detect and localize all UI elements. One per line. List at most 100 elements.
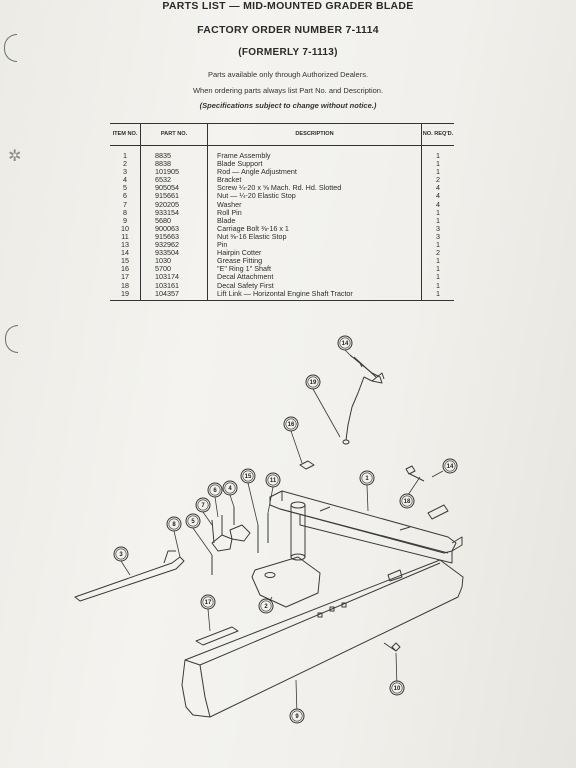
col-qty-header: NO. REQ'D. (421, 123, 454, 146)
part-no-cell: 932962 (140, 240, 208, 250)
part-no-cell: 900063 (140, 224, 208, 233)
description-cell: Pin (207, 240, 422, 250)
leader-lines (120, 349, 444, 717)
callout-bubble: 17 (200, 594, 216, 610)
callout-number: 6 (213, 488, 217, 494)
description-cell: Nut — ¼-20 Elastic Stop (207, 192, 422, 201)
callout-bubble: 4 (222, 480, 238, 496)
description-cell: Nut ⅜-16 Elastic Stop (207, 232, 422, 242)
callout-bubble: 10 (389, 680, 405, 696)
callout-number: 8 (172, 522, 176, 528)
qty-cell: 1 (421, 289, 454, 301)
part-no-cell: 103174 (140, 273, 208, 282)
callout-bubble: 3 (113, 546, 129, 562)
description-cell: Washer (207, 200, 422, 209)
callout-bubble: 6 (207, 482, 223, 498)
description-cell: Carriage Bolt ⅜-16 x 1 (207, 224, 422, 233)
qty-cell: 1 (436, 240, 440, 250)
callout-bubble: 18 (399, 493, 415, 509)
qty-cell: 4 (436, 183, 440, 193)
callout-number: 2 (264, 604, 268, 610)
callout-bubble: 14 (337, 335, 353, 351)
callout-bubble: 14 (442, 458, 458, 474)
factory-order: FACTORY ORDER NUMBER 7-1114 (197, 24, 379, 36)
description-cell: Lift Link — Horizontal Engine Shaft Trac… (207, 289, 422, 301)
item-no-cell: 4 (110, 176, 141, 185)
e-ring-part (299, 460, 315, 470)
qty-cell: 1 (436, 264, 440, 274)
qty-cell: 1 (436, 207, 440, 217)
callout-number: 4 (228, 486, 232, 492)
decal-attachment-part (195, 626, 239, 646)
part-no-cell: 933504 (140, 249, 208, 258)
part-no-cell: 5700 (140, 265, 208, 274)
description-cell: Blade Support (207, 159, 422, 169)
description-cell: Rod — Angle Adjustment (207, 168, 422, 177)
callout-bubble: 7 (195, 497, 211, 513)
callout-number: 3 (119, 552, 123, 558)
qty-cell: 1 (436, 151, 440, 160)
qty-cell: 1 (436, 215, 440, 225)
description-cell: Frame Assembly (207, 145, 422, 161)
frame-assembly-part (269, 490, 463, 564)
part-no-cell: 915663 (140, 232, 208, 242)
item-no-cell: 7 (110, 200, 141, 209)
description-cell: "E" Ring 1" Shaft (207, 265, 422, 274)
item-no-cell: 8 (110, 208, 141, 217)
callout-bubble: 16 (283, 416, 299, 432)
col-item-header: ITEM NO. (110, 123, 141, 146)
item-no-cell: 1 (110, 145, 141, 161)
qty-cell: 1 (436, 272, 440, 282)
carriage-bolt-part (383, 642, 401, 652)
callout-bubble: 2 (258, 598, 274, 614)
qty-cell: 1 (436, 280, 440, 290)
description-cell: Hairpin Cotter (207, 249, 422, 258)
callout-number: 14 (342, 341, 349, 347)
callout-number: 7 (201, 503, 205, 509)
qty-cell: 3 (436, 231, 440, 241)
item-no-cell: 16 (110, 265, 141, 274)
item-no-cell: 17 (110, 273, 141, 282)
callout-number: 14 (447, 464, 454, 470)
qty-cell: 1 (436, 256, 440, 266)
blade-part (181, 559, 464, 718)
item-no-cell: 11 (110, 232, 141, 242)
callout-number: 17 (205, 600, 212, 606)
part-no-cell: 905054 (140, 184, 208, 193)
description-cell: Blade (207, 216, 422, 225)
item-no-cell: 15 (110, 257, 141, 266)
part-no-cell: 6532 (140, 176, 208, 185)
part-no-cell: 5680 (140, 216, 208, 225)
item-no-cell: 13 (110, 240, 141, 250)
callout-number: 5 (191, 519, 195, 525)
callout-number: 18 (404, 499, 411, 505)
ordering-note: When ordering parts always list Part No.… (192, 86, 384, 95)
part-no-cell: 1030 (140, 257, 208, 266)
callout-bubble: 19 (305, 374, 321, 390)
formerly-number: (FORMERLY 7-1113) (238, 47, 338, 58)
callout-number: 16 (288, 422, 295, 428)
callout-bubble: 11 (265, 472, 281, 488)
part-no-cell: 933154 (140, 208, 208, 217)
item-no-cell: 14 (110, 249, 141, 258)
page-title: PARTS LIST — MID-MOUNTED GRADER BLADE (162, 0, 414, 12)
item-no-cell: 9 (110, 216, 141, 225)
col-part-header: PART NO. (140, 123, 208, 146)
item-no-cell: 5 (110, 184, 141, 193)
qty-cell: 1 (436, 167, 440, 177)
description-cell: Decal Safety First (207, 281, 422, 290)
qty-cell: 3 (436, 223, 440, 233)
angle-rod-part (74, 550, 185, 602)
callout-bubble: 1 (359, 470, 375, 486)
